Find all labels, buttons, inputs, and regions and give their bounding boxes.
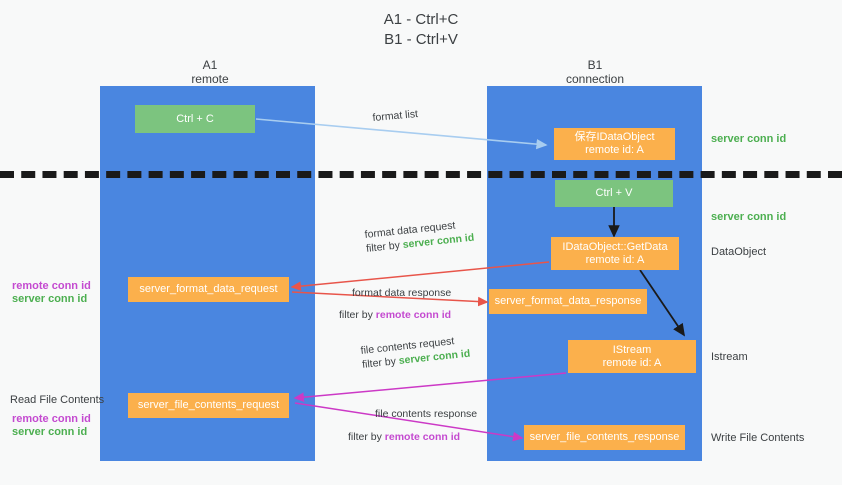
box-ctrl-c-label: Ctrl + C: [176, 112, 214, 125]
box-getdata-line2: remote id: A: [585, 253, 645, 266]
side-label-server-conn-id-1: server conn id: [12, 293, 88, 305]
edge-label-file-contents-response-filter: filter by remote conn id: [348, 430, 477, 444]
side-label-read-file-contents: Read File Contents: [10, 394, 105, 406]
box-getdata-line1: IDataObject::GetData: [562, 240, 668, 253]
box-save-idataobject-line1: 保存IDataObject: [574, 131, 655, 143]
column-a1-name: A1: [202, 58, 218, 72]
filter-key-remote-conn-id: remote conn id: [384, 431, 461, 443]
box-ctrl-v[interactable]: Ctrl + V: [555, 180, 673, 207]
side-label-write-file-contents: Write File Contents: [711, 432, 805, 444]
box-server-format-data-request-label: server_format_data_request: [139, 283, 278, 295]
filter-prefix: filter by: [339, 309, 376, 321]
edge-label-format-list-text: format list: [372, 108, 419, 124]
box-server-format-data-response-label: server_format_data_response: [494, 295, 642, 307]
title-line-2: B1 - Ctrl+V: [384, 31, 458, 48]
edge-label-file-contents-response: file contents response filter by remote …: [348, 407, 478, 444]
box-server-file-contents-response-label: server_file_contents_response: [529, 431, 680, 443]
side-label-remote-conn-id-1: remote conn id: [12, 280, 91, 292]
side-label-server-conn-id-mid: server conn id: [711, 211, 787, 223]
edge-label-format-data-response: format data response filter by remote co…: [339, 286, 452, 322]
arrow-file-contents-request: [293, 372, 567, 402]
edge-label-file-contents-response-text: file contents response: [375, 408, 478, 420]
box-server-file-contents-request-label: server_file_contents_request: [137, 399, 280, 411]
side-label-remote-conn-id-2: remote conn id: [12, 413, 91, 425]
box-save-idataobject[interactable]: 保存IDataObject remote id: A: [554, 128, 675, 160]
filter-key-remote-conn-id: remote conn id: [375, 309, 452, 321]
arrow-file-contents-response: [294, 402, 524, 442]
arrow-getdata-to-istream: [639, 269, 686, 337]
box-istream-line2: remote id: A: [602, 356, 662, 369]
side-label-server-conn-id-2: server conn id: [12, 426, 88, 438]
box-save-idataobject-line2: remote id: A: [585, 144, 644, 156]
title-line-1: A1 - Ctrl+C: [383, 11, 459, 28]
box-server-file-contents-response[interactable]: server_file_contents_response: [524, 425, 685, 450]
arrow-format-data-request: [290, 261, 550, 291]
phase-divider: [0, 171, 842, 178]
box-server-file-contents-request[interactable]: server_file_contents_request: [128, 393, 289, 418]
column-b1-name: B1: [587, 58, 603, 72]
column-a1-role: remote: [191, 72, 229, 86]
side-label-server-conn-id-top: server conn id: [711, 133, 787, 145]
column-header-a1: A1 remote: [130, 58, 290, 86]
box-idataobject-getdata[interactable]: IDataObject::GetData remote id: A: [551, 237, 679, 270]
box-istream-line1: IStream: [612, 343, 652, 356]
diagram-title: A1 - Ctrl+C B1 - Ctrl+V: [0, 10, 842, 50]
arrow-format-data-response: [291, 291, 489, 307]
column-header-b1: B1 connection: [515, 58, 675, 86]
box-ctrl-v-label: Ctrl + V: [595, 187, 633, 199]
edge-label-format-data-response-filter: filter by remote conn id: [339, 308, 451, 322]
box-ctrl-c[interactable]: Ctrl + C: [135, 105, 255, 133]
edge-label-format-data-response-text: format data response: [352, 287, 452, 299]
box-server-format-data-request[interactable]: server_format_data_request: [128, 277, 289, 302]
side-label-istream: Istream: [711, 351, 748, 363]
filter-prefix: filter by: [348, 431, 385, 443]
box-server-format-data-response[interactable]: server_format_data_response: [489, 289, 647, 314]
column-b1-role: connection: [565, 72, 625, 86]
arrow-format-list: [255, 118, 548, 150]
box-istream[interactable]: IStream remote id: A: [568, 340, 696, 373]
side-label-dataobject: DataObject: [711, 246, 767, 258]
filter-prefix: filter by: [361, 355, 400, 371]
filter-prefix: filter by: [365, 239, 404, 255]
